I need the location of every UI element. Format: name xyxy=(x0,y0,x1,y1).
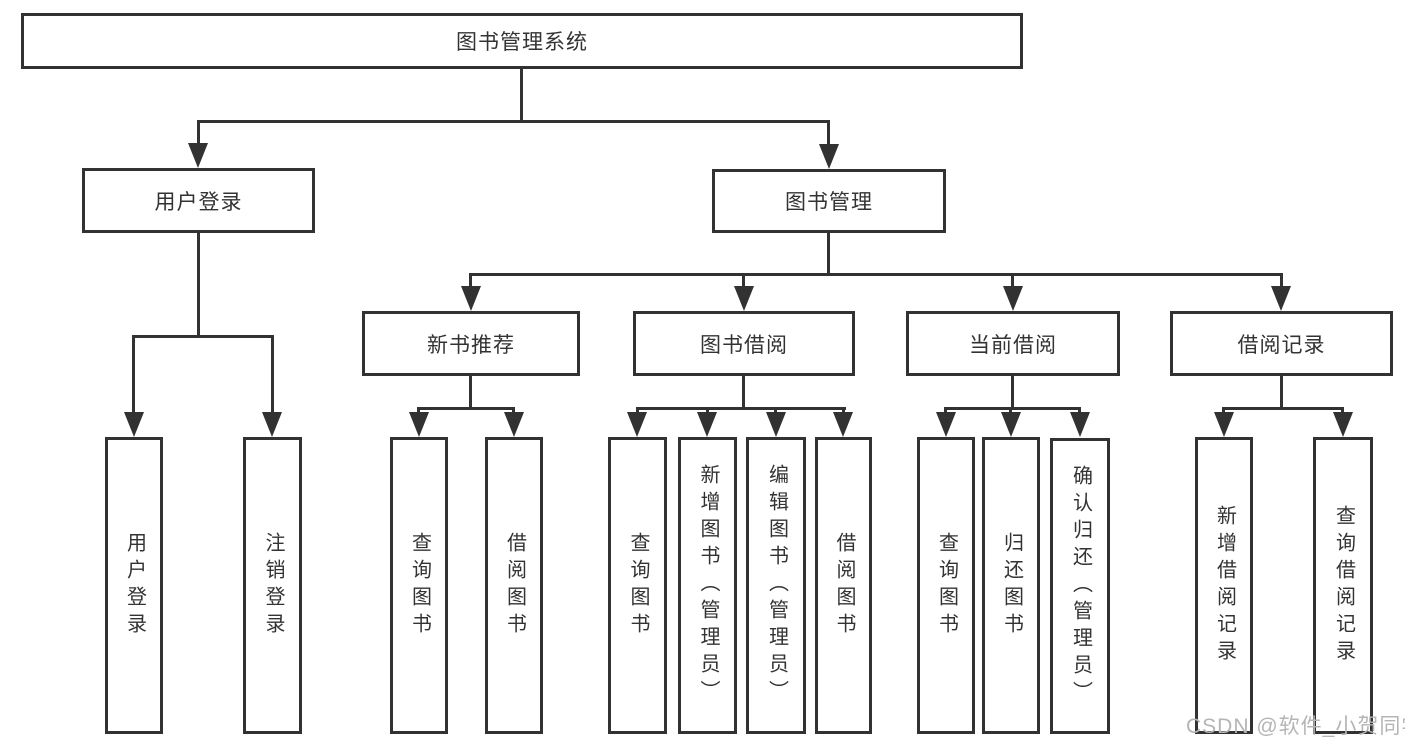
connector-line xyxy=(417,407,515,410)
connector-line xyxy=(1222,407,1344,410)
leaf-current-return-books: 归还图书 xyxy=(982,437,1040,734)
connector-line xyxy=(1280,376,1283,410)
connector-line xyxy=(842,407,845,416)
node-library-management-system: 图书管理系统 xyxy=(21,13,1023,69)
arrow-down-icon xyxy=(124,412,144,437)
arrow-down-icon xyxy=(188,143,208,168)
node-label: 注销登录 xyxy=(262,531,284,640)
arrow-down-icon xyxy=(936,412,956,437)
connector-line xyxy=(417,407,420,416)
leaf-add-borrow-record: 新增借阅记录 xyxy=(1195,437,1253,734)
leaf-recommend-query-books: 查询图书 xyxy=(390,437,448,734)
arrow-down-icon xyxy=(734,286,754,311)
leaf-borrowing-query-books: 查询图书 xyxy=(608,437,667,734)
arrow-down-icon xyxy=(1001,412,1021,437)
arrow-down-icon xyxy=(1214,412,1234,437)
arrow-down-icon xyxy=(833,412,853,437)
leaf-borrowing-add-books-admin: 新增图书（管理员） xyxy=(678,437,737,734)
node-label: 图书借阅 xyxy=(700,333,788,357)
arrow-down-icon xyxy=(504,412,524,437)
leaf-query-borrow-record: 查询借阅记录 xyxy=(1313,437,1373,734)
leaf-borrowing-edit-books-admin: 编辑图书（管理员） xyxy=(746,437,806,734)
node-label: 新增借阅记录 xyxy=(1213,504,1236,667)
arrow-down-icon xyxy=(1333,412,1353,437)
node-new-book-recommendation: 新书推荐 xyxy=(362,311,580,376)
connector-line xyxy=(944,407,1081,410)
connector-line xyxy=(469,273,1283,276)
arrow-down-icon xyxy=(409,412,429,437)
connector-line xyxy=(1011,376,1014,410)
node-label: 当前借阅 xyxy=(969,333,1057,357)
node-label: 新增图书（管理员） xyxy=(697,464,719,707)
connector-line xyxy=(132,335,135,416)
connector-line xyxy=(469,376,472,410)
node-label: 用户登录 xyxy=(154,190,243,214)
connector-line xyxy=(469,273,472,289)
connector-line xyxy=(1011,273,1014,289)
connector-line xyxy=(512,407,515,416)
node-label: 查询借阅记录 xyxy=(1332,504,1355,667)
connector-line xyxy=(197,120,830,123)
arrow-down-icon xyxy=(1070,412,1090,437)
leaf-user-login: 用户登录 xyxy=(105,437,163,734)
node-label: 借阅图书 xyxy=(503,531,526,640)
arrow-down-icon xyxy=(262,412,282,437)
node-label: 查询图书 xyxy=(935,531,958,640)
node-book-borrowing: 图书借阅 xyxy=(633,311,855,376)
node-label: 新书推荐 xyxy=(427,333,515,357)
node-label: 借阅记录 xyxy=(1237,333,1326,357)
arrow-down-icon xyxy=(461,286,481,311)
arrow-down-icon xyxy=(819,144,839,169)
connector-line xyxy=(271,335,274,416)
node-label: 用户登录 xyxy=(123,531,146,640)
node-label: 查询图书 xyxy=(627,531,649,640)
connector-line xyxy=(1280,273,1283,289)
connector-line xyxy=(827,120,830,148)
connector-line xyxy=(706,407,709,416)
arrow-down-icon xyxy=(627,412,647,437)
node-label: 查询图书 xyxy=(408,531,431,640)
leaf-logout: 注销登录 xyxy=(243,437,302,734)
leaf-recommend-borrow-books: 借阅图书 xyxy=(485,437,543,734)
csdn-watermark: CSDN @软件_小贺同学 xyxy=(1186,715,1405,738)
leaf-borrowing-borrow-books: 借阅图书 xyxy=(815,437,872,734)
connector-line xyxy=(1009,407,1012,416)
connector-line xyxy=(742,376,745,410)
node-label: 编辑图书（管理员） xyxy=(765,464,788,707)
connector-line xyxy=(1341,407,1344,416)
node-label: 图书管理系统 xyxy=(456,31,588,54)
arrow-down-icon xyxy=(697,412,717,437)
connector-line xyxy=(944,407,947,416)
connector-line xyxy=(132,335,274,338)
connector-line xyxy=(774,407,777,416)
connector-line xyxy=(827,233,830,273)
connector-line xyxy=(520,69,523,123)
node-current-borrowing: 当前借阅 xyxy=(906,311,1120,376)
connector-line xyxy=(197,120,200,148)
node-label: 归还图书 xyxy=(1000,531,1023,640)
connector-line xyxy=(636,407,639,416)
connector-line xyxy=(1078,407,1081,416)
node-user-login: 用户登录 xyxy=(82,168,315,233)
connector-line xyxy=(742,273,745,289)
leaf-current-query-books: 查询图书 xyxy=(917,437,975,734)
node-book-management: 图书管理 xyxy=(712,169,946,233)
connector-line xyxy=(636,407,846,410)
arrow-down-icon xyxy=(1271,286,1291,311)
arrow-down-icon xyxy=(766,412,786,437)
node-label: 确认归还（管理员） xyxy=(1069,464,1092,708)
node-label: 借阅图书 xyxy=(833,531,855,640)
connector-line xyxy=(1222,407,1225,416)
node-label: 图书管理 xyxy=(785,191,873,214)
node-borrowing-records: 借阅记录 xyxy=(1170,311,1393,376)
leaf-current-confirm-return-admin: 确认归还（管理员） xyxy=(1050,438,1110,734)
arrow-down-icon xyxy=(1003,286,1023,311)
connector-line xyxy=(197,233,200,335)
